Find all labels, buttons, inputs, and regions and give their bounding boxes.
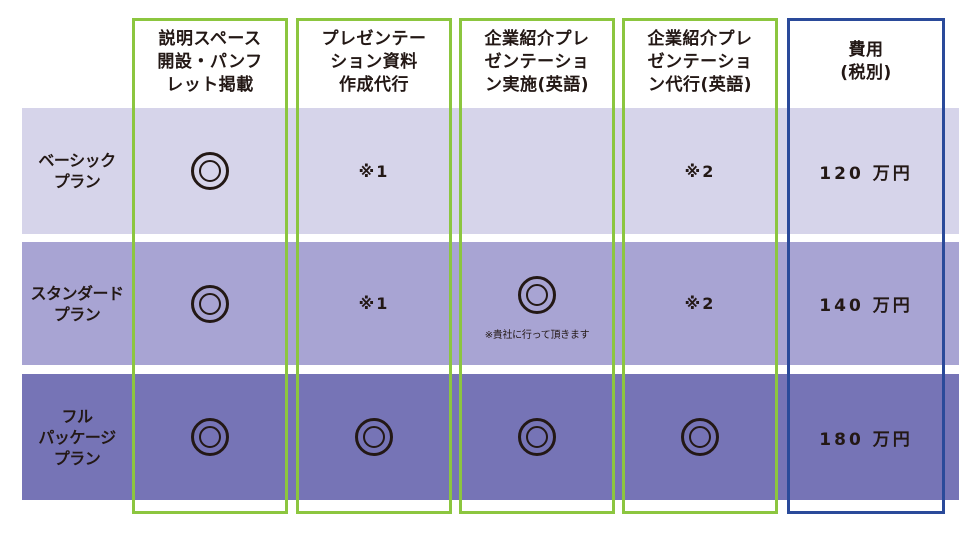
double-circle-icon — [681, 418, 719, 456]
cell-standard-presentation-material: ※1 — [296, 242, 452, 365]
cell-full-presentation-english — [459, 374, 615, 500]
cell-basic-booth — [132, 108, 288, 234]
column-outline-fee — [787, 18, 945, 514]
cell-full-presentation-material — [296, 374, 452, 500]
row-band-basic — [22, 108, 959, 234]
row-label-standard: スタンダード プラン — [30, 283, 124, 324]
cell-standard-booth — [132, 242, 288, 365]
double-circle-icon — [191, 284, 229, 323]
column-header-booth: 説明スペース 開設・パンフ レット掲載 — [157, 28, 263, 95]
cell-full-booth — [132, 374, 288, 500]
cell-standard-presentation-proxy: ※2 — [622, 242, 778, 365]
price-value: 140 万円 — [819, 296, 913, 316]
double-circle-icon — [191, 152, 229, 190]
onsite-note: ※貴社に行って頂きます — [484, 330, 590, 341]
column-outline-booth — [132, 18, 288, 514]
column-outline-presentation-english — [459, 18, 615, 514]
double-circle-icon — [518, 418, 556, 456]
double-circle-icon — [191, 418, 229, 456]
double-circle-icon — [355, 418, 393, 456]
column-header-fee: 費用 (税別) — [840, 40, 892, 83]
price-value: 180 万円 — [819, 429, 913, 450]
row-band-full — [22, 374, 959, 500]
column-header-presentation-material: プレゼンテー ション資料 作成代行 — [321, 28, 427, 95]
column-header-presentation-english: 企業紹介プレ ゼンテーショ ン実施(英語) — [484, 28, 590, 95]
footnote-mark: ※1 — [358, 161, 390, 181]
row-band-standard — [22, 242, 959, 365]
footnote-mark: ※1 — [358, 294, 390, 313]
footnote-mark: ※2 — [684, 294, 716, 313]
row-label-basic: ベーシック プラン — [38, 151, 116, 191]
column-header-presentation-proxy: 企業紹介プレ ゼンテーショ ン代行(英語) — [647, 28, 753, 95]
cell-full-fee: 180 万円 — [787, 374, 945, 500]
cell-basic-presentation-proxy: ※2 — [622, 108, 778, 234]
column-outline-presentation-material — [296, 18, 452, 514]
double-circle-icon — [518, 276, 556, 314]
cell-basic-presentation-material: ※1 — [296, 108, 452, 234]
price-value: 120 万円 — [819, 163, 913, 184]
cell-full-presentation-proxy — [622, 374, 778, 500]
cell-basic-fee: 120 万円 — [787, 108, 945, 234]
row-label-full: フル パッケージ プラン — [38, 406, 116, 468]
cell-standard-fee: 140 万円 — [787, 242, 945, 365]
column-outline-presentation-proxy — [622, 18, 778, 514]
footnote-mark: ※2 — [684, 161, 716, 181]
cell-standard-presentation-english: ※貴社に行って頂きます — [459, 242, 615, 365]
